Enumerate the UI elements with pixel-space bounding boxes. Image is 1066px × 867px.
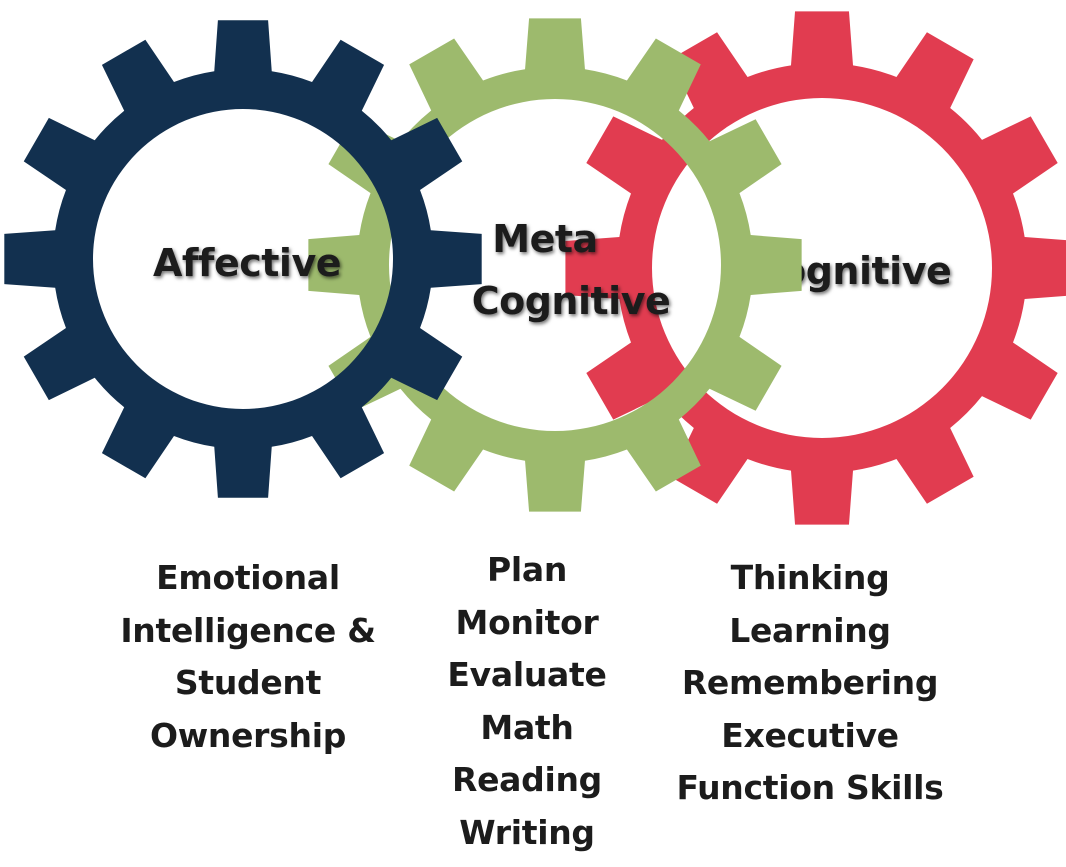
meta-line-2: Monitor [455, 602, 599, 642]
affective-line-2: Intelligence & [120, 610, 376, 650]
meta-cognitive-gear-label-line2: Cognitive [472, 279, 671, 323]
meta-line-1: Plan [486, 550, 568, 589]
affective-line-4: Ownership [149, 715, 347, 755]
cognitive-line-2: Learning [729, 610, 891, 650]
affective-line-3: Student [174, 663, 322, 702]
meta-line-3: Evaluate [447, 655, 607, 694]
meta-line-6: Writing [459, 812, 595, 852]
cognitive-line-3: Remembering [681, 663, 939, 702]
cognitive-line-1: Thinking [730, 558, 890, 597]
affective-gear: Affective [4, 20, 482, 498]
meta-line-4: Math [480, 707, 574, 747]
affective-description: Emotional Intelligence & Student Ownersh… [98, 552, 398, 762]
affective-gear-label: Affective [153, 241, 341, 285]
affective-line-1: Emotional [156, 558, 340, 597]
affective-gear-shape [4, 20, 482, 498]
meta-cognitive-gear-label-line1: Meta [492, 217, 597, 261]
meta-cognitive-description: Plan Monitor Evaluate Math Reading Writi… [412, 544, 642, 859]
cognitive-line-5: Function Skills [676, 768, 944, 807]
cognitive-line-4: Executive [721, 715, 899, 755]
meta-line-5: Reading [451, 760, 602, 799]
cognitive-description: Thinking Learning Remembering Executive … [660, 552, 960, 815]
